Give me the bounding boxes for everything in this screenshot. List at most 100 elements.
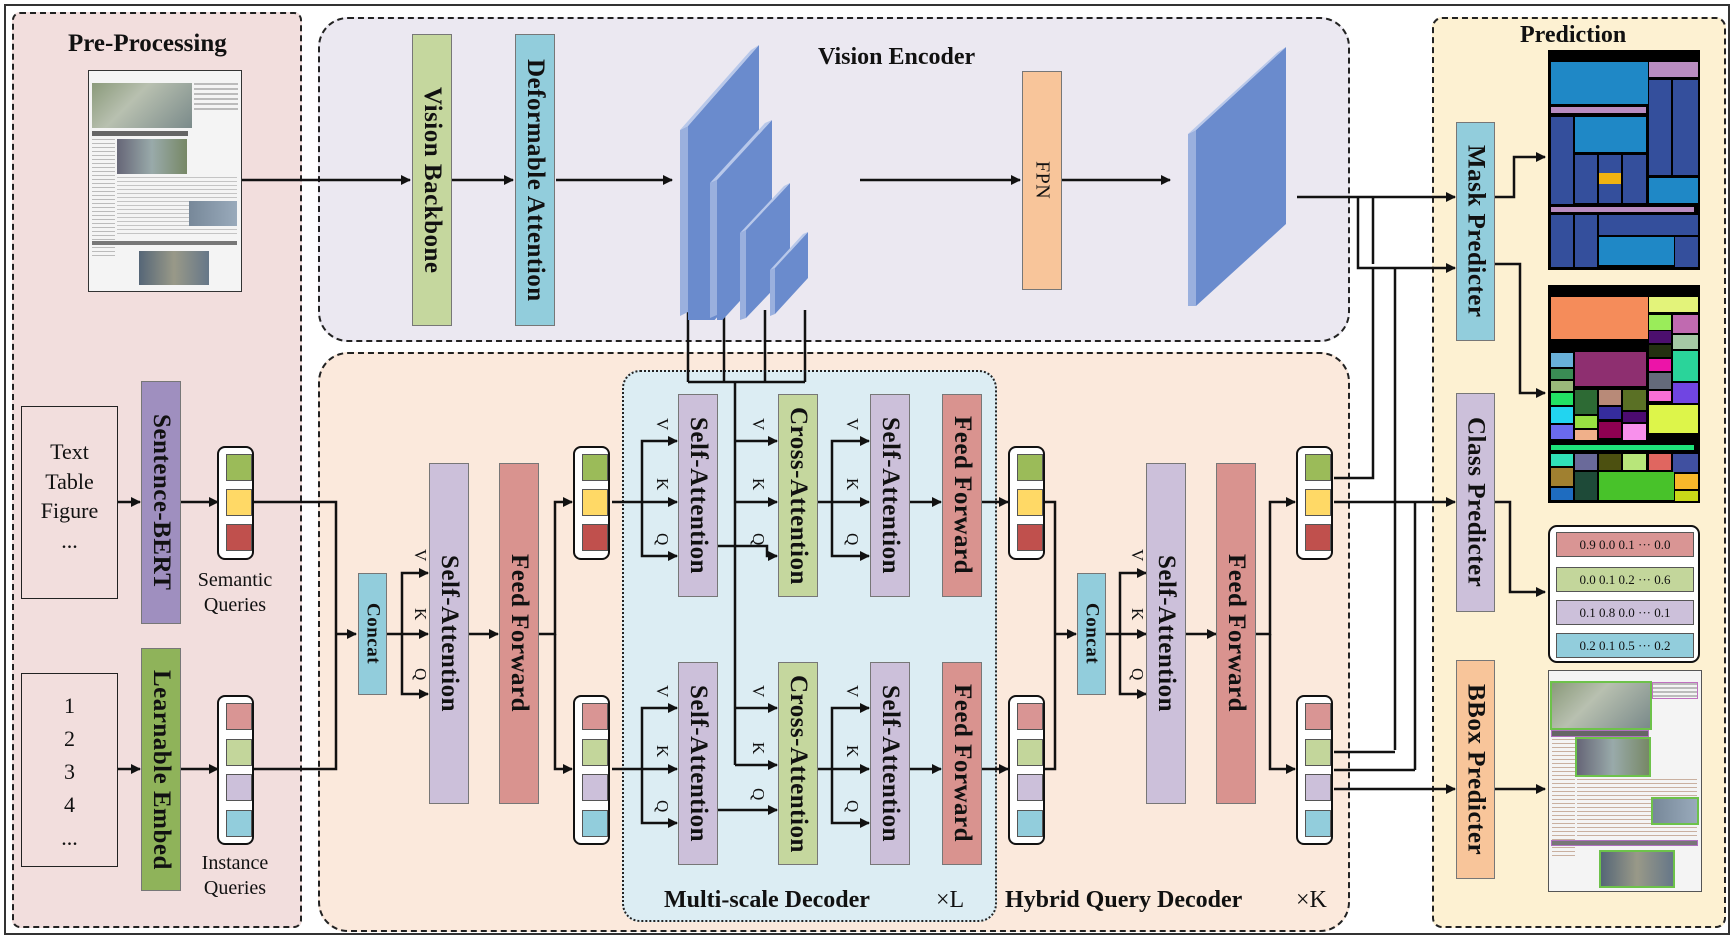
semantic-queries-output bbox=[1296, 446, 1333, 560]
instance-input-box: 1 2 3 4 ... bbox=[21, 673, 118, 867]
sentence-bert-block: Sentence-BERT bbox=[141, 381, 181, 624]
kv-label: K bbox=[1128, 608, 1147, 621]
query-cell bbox=[582, 738, 608, 766]
feed-forward-block-1: Feed Forward bbox=[499, 463, 539, 804]
semantic-queries-stage1 bbox=[573, 446, 610, 560]
query-cell bbox=[226, 524, 252, 551]
instance-queries-stage1 bbox=[573, 695, 610, 845]
ms-feed-forward-bottom-label: Feed Forward bbox=[949, 684, 976, 843]
query-cell bbox=[582, 489, 608, 516]
fpn-label: FPN bbox=[1031, 161, 1054, 200]
figure-frame bbox=[4, 4, 1730, 935]
query-cell bbox=[1017, 774, 1043, 801]
kv-label: K bbox=[749, 742, 768, 755]
instance-queries-label-line2: Queries bbox=[203, 877, 267, 899]
semantic-input-box: Text Table Figure ... bbox=[21, 406, 118, 599]
query-cell bbox=[1017, 738, 1043, 766]
kv-label: K bbox=[411, 608, 430, 621]
kv-label: Q bbox=[843, 800, 862, 813]
sentence-bert-label: Sentence-BERT bbox=[148, 414, 175, 591]
instance-queries-label-line1: Instance bbox=[201, 852, 269, 874]
kv-label: K bbox=[843, 478, 862, 491]
instance-input-4: 4 bbox=[64, 792, 75, 817]
self-attention-block-2: Self-Attention bbox=[1146, 463, 1186, 804]
self-attention-label-2: Self-Attention bbox=[1153, 555, 1180, 712]
vision-backbone-block: Vision Backbone bbox=[412, 34, 452, 326]
multiscale-decoder-repeat: ×L bbox=[936, 887, 965, 913]
feature-map-4 bbox=[770, 232, 808, 316]
concat-block-1: Concat bbox=[358, 573, 387, 695]
class-score-row: 0.9 0.0 0.1 ··· 0.0 bbox=[1556, 532, 1694, 557]
mask-predicter-label: Mask Predicter bbox=[1462, 145, 1490, 318]
self-attention-block-1: Self-Attention bbox=[429, 463, 469, 804]
kv-label: Q bbox=[1128, 668, 1147, 681]
query-cell bbox=[582, 454, 608, 481]
kv-label: V bbox=[749, 685, 768, 698]
concat-label-2: Concat bbox=[1081, 603, 1103, 665]
semantic-input-ellipsis: ... bbox=[61, 528, 78, 554]
mask-predicter-block: Mask Predicter bbox=[1456, 122, 1495, 341]
query-cell bbox=[1305, 738, 1331, 766]
instance-input-3: 3 bbox=[64, 759, 75, 784]
semantic-queries-label-line2: Queries bbox=[203, 594, 267, 616]
query-cell bbox=[226, 703, 252, 730]
query-cell bbox=[1305, 489, 1331, 516]
ms-feed-forward-bottom: Feed Forward bbox=[942, 662, 982, 865]
bbox-predicter-block: BBox Predicter bbox=[1456, 660, 1495, 879]
query-cell bbox=[1305, 809, 1331, 837]
kv-label: K bbox=[653, 478, 672, 491]
class-score-row: 0.1 0.8 0.0 ··· 0.1 bbox=[1556, 600, 1694, 625]
vision-backbone-label: Vision Backbone bbox=[419, 86, 446, 274]
semantic-queries-stage2 bbox=[1008, 446, 1045, 560]
query-cell bbox=[1305, 703, 1331, 730]
kv-label: V bbox=[749, 418, 768, 431]
self-attention-label-1: Self-Attention bbox=[436, 555, 463, 712]
fpn-output-feature-map bbox=[1188, 47, 1286, 306]
kv-label: Q bbox=[749, 788, 768, 801]
ms-self-attention2-top-label: Self-Attention bbox=[877, 417, 904, 574]
kv-label: K bbox=[653, 745, 672, 758]
hybrid-query-decoder-title: Hybrid Query Decoder bbox=[1005, 887, 1243, 913]
query-cell bbox=[1017, 524, 1043, 551]
ms-self-attention-top: Self-Attention bbox=[678, 394, 718, 597]
query-cell bbox=[582, 524, 608, 551]
ms-self-attention2-bottom-label: Self-Attention bbox=[877, 685, 904, 842]
kv-label: K bbox=[749, 478, 768, 491]
kv-label: V bbox=[653, 685, 672, 698]
kv-label: V bbox=[653, 418, 672, 431]
query-cell bbox=[1017, 809, 1043, 837]
kv-label: K bbox=[843, 745, 862, 758]
query-cell bbox=[226, 738, 252, 766]
instance-input-1: 1 bbox=[64, 693, 75, 718]
ms-self-attention2-bottom: Self-Attention bbox=[870, 662, 910, 865]
kv-label: Q bbox=[411, 668, 430, 681]
feed-forward-label-1: Feed Forward bbox=[506, 554, 533, 713]
instance-queries-stage2 bbox=[1008, 695, 1045, 845]
feature-map-3 bbox=[740, 183, 790, 320]
query-cell bbox=[226, 489, 252, 516]
instance-mask-output bbox=[1548, 285, 1700, 503]
kv-label: V bbox=[1128, 549, 1147, 562]
instance-input-2: 2 bbox=[64, 726, 75, 751]
kv-label: Q bbox=[749, 533, 768, 546]
ms-self-attention-top-label: Self-Attention bbox=[685, 417, 712, 574]
fpn-block: FPN bbox=[1022, 71, 1062, 290]
query-cell bbox=[1017, 489, 1043, 516]
class-predicter-block: Class Predicter bbox=[1456, 393, 1495, 612]
concat-label-1: Concat bbox=[362, 603, 384, 665]
deformable-attention-block: Deformable Attention bbox=[515, 34, 555, 326]
bbox-predicter-label: BBox Predicter bbox=[1462, 683, 1490, 856]
instance-queries-label: Instance Queries bbox=[182, 851, 288, 901]
semantic-input-figure: Figure bbox=[40, 498, 99, 524]
kv-label: Q bbox=[653, 800, 672, 813]
semantic-input-text: Text bbox=[50, 439, 89, 464]
query-cell bbox=[582, 809, 608, 837]
semantic-input-table: Table bbox=[45, 468, 94, 494]
ms-cross-attention-bottom: Cross-Attention bbox=[778, 662, 818, 865]
kv-label: Q bbox=[843, 533, 862, 546]
class-scores-output: 0.9 0.0 0.1 ··· 0.0 0.0 0.1 0.2 ··· 0.6 … bbox=[1548, 525, 1700, 663]
semantic-queries-label-line1: Semantic bbox=[197, 569, 273, 591]
kv-label: V bbox=[411, 549, 430, 562]
ms-cross-attention-top-label: Cross-Attention bbox=[785, 406, 812, 585]
